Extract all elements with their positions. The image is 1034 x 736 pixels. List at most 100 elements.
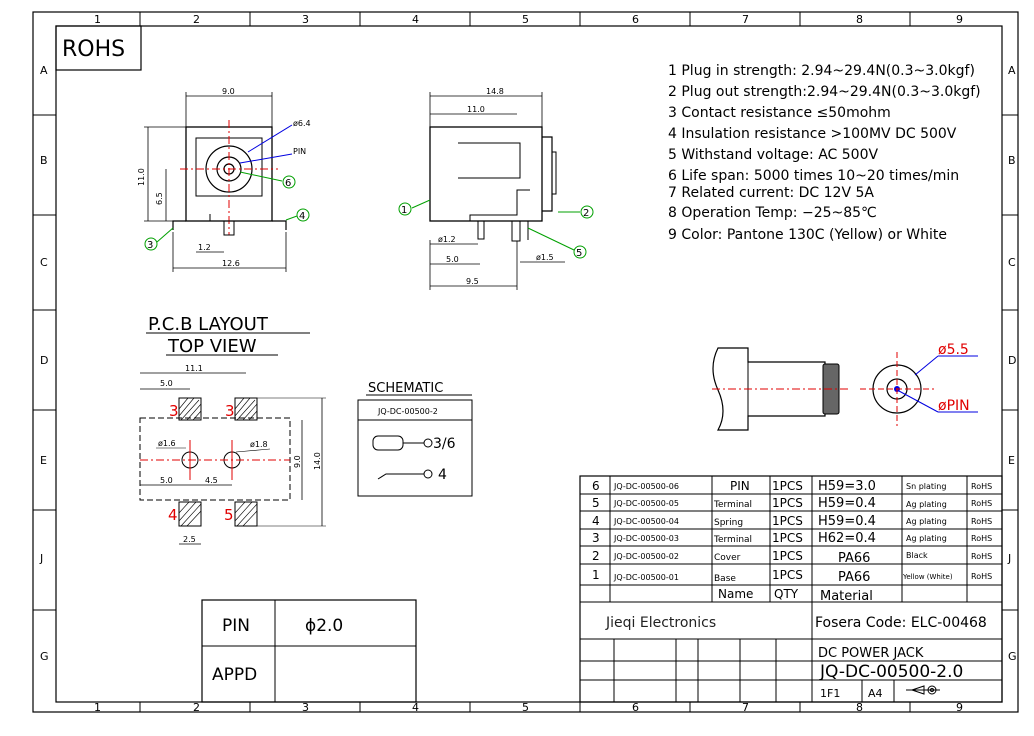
svg-text:H62=0.4: H62=0.4 [818, 531, 876, 546]
pcb-layout: P.C.B LAYOUT TOP VIEW 11.1 5.0 ø1.6 ø1.8… [139, 314, 326, 545]
balloon-label: 6 [285, 178, 291, 189]
dim-label: 9.0 [293, 455, 302, 468]
svg-text:2: 2 [592, 549, 600, 563]
spec-line: 6 Life span: 5000 times 10~20 times/min [668, 168, 959, 184]
col-label: 6 [632, 701, 639, 714]
pin-number: 5 [224, 506, 234, 524]
svg-text:RoHS: RoHS [971, 572, 992, 581]
row-label: C [1008, 256, 1016, 269]
part-number: JQ-DC-00500-2.0 [819, 662, 963, 682]
col-label: 1 [94, 13, 101, 26]
inner-frame [55, 25, 1003, 703]
pcb-title: P.C.B LAYOUT [148, 314, 269, 335]
svg-text:3: 3 [592, 531, 600, 545]
svg-text:RoHS: RoHS [971, 517, 992, 526]
balloon-label: 2 [583, 208, 589, 219]
svg-text:1PCS: 1PCS [772, 514, 803, 528]
dim-label: ø1.5 [536, 253, 554, 262]
dim-label: ø1.6 [158, 439, 176, 448]
svg-text:6: 6 [592, 479, 600, 493]
pin-number: 3 [225, 402, 235, 420]
svg-text:Cover: Cover [714, 553, 741, 563]
part-description: DC POWER JACK [818, 646, 924, 661]
row-label: J [39, 552, 43, 565]
col-label: 2 [193, 701, 200, 714]
svg-text:JQ-DC-00500-04: JQ-DC-00500-04 [613, 517, 679, 526]
dim-label: 14.0 [313, 452, 322, 470]
svg-text:RoHS: RoHS [971, 482, 992, 491]
spec-line: 3 Contact resistance ≤50mohm [668, 105, 891, 121]
svg-text:Spring: Spring [714, 518, 743, 528]
dim-label: ø1.2 [438, 235, 456, 244]
dim-label: 9.5 [466, 277, 479, 286]
front-view: 9.0 11.0 6.5 12.6 1.2 ø6.4 PIN 6 4 3 [137, 87, 311, 272]
dim-label: 11.1 [185, 364, 203, 373]
svg-text:1PCS: 1PCS [772, 549, 803, 563]
dim-label: 5.0 [160, 379, 173, 388]
svg-text:H59=0.4: H59=0.4 [818, 514, 876, 529]
row-label: D [40, 354, 48, 367]
schematic-label: 3/6 [433, 436, 456, 452]
dim-label: ø5.5 [938, 342, 969, 358]
rohs-box [55, 25, 142, 71]
row-label: E [40, 454, 47, 467]
dim-label: 14.8 [486, 87, 504, 96]
projection-symbol [906, 685, 940, 695]
pcb-subtitle: TOP VIEW [167, 336, 257, 357]
schematic-label: 4 [438, 467, 447, 483]
svg-text:JQ-DC-00500-01: JQ-DC-00500-01 [613, 573, 679, 582]
spec-line: 8 Operation Temp: −25~85℃ [668, 205, 877, 221]
row-label: J [1007, 552, 1011, 565]
col-label: 6 [632, 13, 639, 26]
appd-label: APPD [212, 665, 257, 685]
row-label: D [1008, 354, 1016, 367]
dim-label: 5.0 [446, 255, 459, 264]
svg-text:RoHS: RoHS [971, 534, 992, 543]
bom-row: 6 JQ-DC-00500-06 PIN 1PCS H59=3.0 Sn pla… [592, 479, 992, 494]
svg-text:JQ-DC-00500-06: JQ-DC-00500-06 [613, 482, 679, 491]
spec-line: 7 Related current: DC 12V 5A [668, 185, 874, 201]
svg-text:PIN: PIN [730, 479, 750, 493]
dim-label: 11.0 [467, 105, 485, 114]
bom-header: Material [820, 589, 873, 604]
bom-row: 2 JQ-DC-00500-02 Cover 1PCS PA66 Black R… [592, 549, 992, 566]
dim-label: 1.2 [198, 243, 211, 252]
svg-text:H59=0.4: H59=0.4 [818, 496, 876, 511]
svg-text:JQ-DC-00500-03: JQ-DC-00500-03 [613, 534, 679, 543]
dim-label: 5.0 [160, 476, 173, 485]
outer-frame [32, 11, 1019, 713]
row-label: G [40, 650, 49, 663]
dim-label: 2.5 [183, 535, 196, 544]
col-label: 8 [856, 13, 863, 26]
svg-text:Black: Black [906, 551, 928, 560]
company-name: Jieqi Electronics [605, 615, 716, 631]
svg-text:RoHS: RoHS [971, 499, 992, 508]
spec-line: 9 Color: Pantone 130C (Yellow) or White [668, 227, 947, 243]
col-label: 3 [302, 13, 309, 26]
dim-label: 11.0 [137, 168, 146, 186]
dim-label: PIN [293, 147, 306, 156]
svg-text:Base: Base [714, 574, 736, 584]
spec-line: 4 Insulation resistance >100MV DC 500V [668, 126, 957, 142]
svg-text:Ag plating: Ag plating [906, 534, 947, 543]
col-label: 9 [956, 701, 963, 714]
sheet-number: 1F1 [820, 687, 840, 700]
svg-text:1PCS: 1PCS [772, 531, 803, 545]
bom-row: 3 JQ-DC-00500-03 Terminal 1PCS H62=0.4 A… [592, 531, 992, 546]
row-label: G [1008, 650, 1017, 663]
pin-number: 4 [168, 506, 178, 524]
pin-value: ϕ2.0 [305, 616, 343, 636]
bom-table [579, 475, 1003, 703]
svg-text:1PCS: 1PCS [772, 479, 803, 493]
bom-header: Name [718, 587, 753, 601]
title-block: Jieqi Electronics Fosera Code: ELC-00468… [605, 615, 1002, 700]
sheet-size: A4 [868, 687, 883, 700]
dim-label: ø6.4 [293, 119, 311, 128]
balloon-label: 1 [401, 205, 407, 216]
svg-text:Terminal: Terminal [713, 535, 752, 545]
svg-text:Yellow (White): Yellow (White) [902, 573, 953, 581]
row-label: C [40, 256, 48, 269]
spec-line: 1 Plug in strength: 2.94~29.4N(0.3~3.0kg… [668, 63, 975, 79]
bom-row: 1 JQ-DC-00500-01 Base 1PCS PA66 Yellow (… [592, 568, 992, 585]
